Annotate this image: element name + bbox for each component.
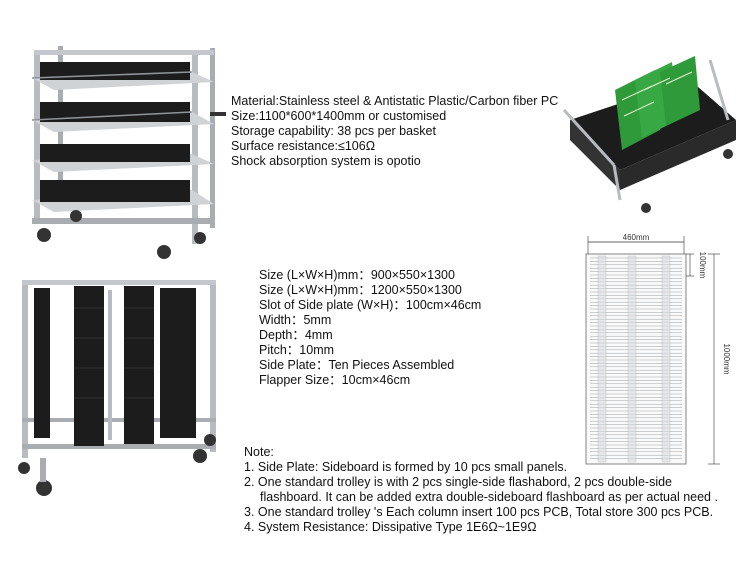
note-item-4: 4. System Resistance: Dissipative Type 1… (244, 520, 537, 534)
dim-height-label: 1000mm (722, 343, 731, 374)
spec-slot-side-plate: Slot of Side plate (W×H)：100cm×46cm (259, 298, 482, 312)
spec-size-900: Size (L×W×H)mm：900×550×1300 (259, 268, 455, 282)
spec-size-1200: Size (L×W×H)mm：1200×550×1300 (259, 283, 462, 297)
spec-width: Width：5mm (259, 313, 332, 327)
spec-size: Size:1100*600*1400mm or customised (231, 109, 447, 123)
notes-title: Note: (244, 445, 274, 459)
note-item-2-continued: flashboard. It can be added extra double… (260, 490, 718, 504)
basket-rack-trolley-image (31, 46, 226, 259)
spec-storage-capability: Storage capability: 38 pcs per basket (231, 124, 436, 138)
spec-shock-absorption: Shock absorption system is opotio (231, 154, 421, 168)
dim-pitch-label: 100mm (698, 252, 707, 279)
spec-material: Material:Stainless steel & Antistatic Pl… (231, 94, 559, 108)
dim-width-label: 460mm (623, 233, 650, 242)
spec-block-2: Size (L×W×H)mm：900×550×1300 Size (L×W×H)… (259, 268, 481, 388)
notes-section: Note: 1. Side Plate: Sideboard is formed… (244, 445, 718, 535)
spec-pitch: Pitch：10mm (259, 343, 335, 357)
note-item-3: 3. One standard trolley 's Each column i… (244, 505, 714, 519)
spec-surface-resistance: Surface resistance:≤106Ω (231, 139, 376, 153)
slot-column (597, 255, 607, 463)
side-plate-drawing: 460mm 100mm 1000mm (585, 233, 731, 465)
spec-flapper-size: Flapper Size：10cm×46cm (259, 373, 411, 387)
spec-depth: Depth：4mm (259, 328, 333, 342)
pcb-basket-image (562, 56, 736, 213)
slot-column (661, 255, 671, 463)
flashboard-trolley-image (18, 280, 216, 496)
note-item-2: 2. One standard trolley is with 2 pcs si… (244, 475, 673, 489)
spec-side-plate: Side Plate：Ten Pieces Assembled (259, 358, 455, 372)
slot-column (627, 255, 637, 463)
note-item-1: 1. Side Plate: Sideboard is formed by 10… (244, 460, 568, 474)
spec-block-1: Material:Stainless steel & Antistatic Pl… (231, 94, 558, 169)
